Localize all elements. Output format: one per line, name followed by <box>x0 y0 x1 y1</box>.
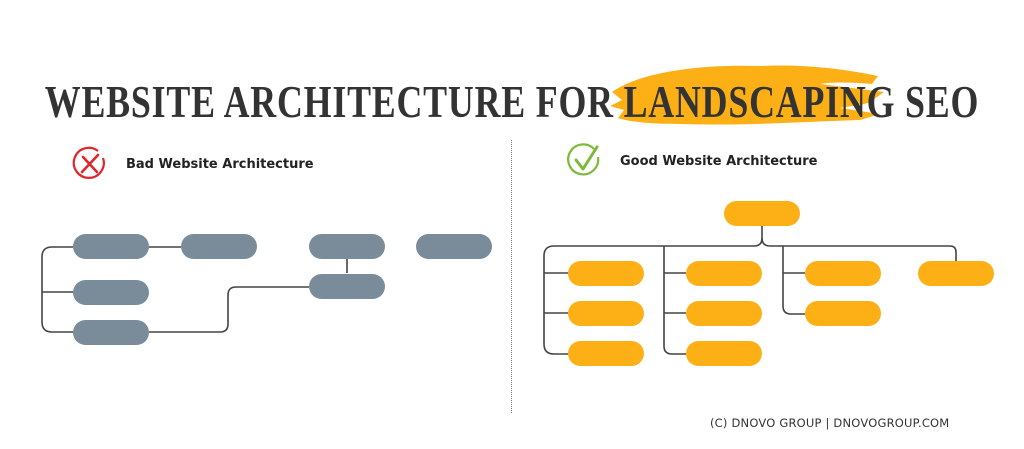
good-node <box>568 261 644 286</box>
title-banner: WEBSITE ARCHITECTURE FOR LANDSCAPING SEO <box>0 62 1024 132</box>
brush-stroke-highlight <box>610 65 884 125</box>
good-node <box>686 261 762 286</box>
good-column3-line <box>782 246 805 315</box>
bad-node <box>309 234 385 259</box>
bad-architecture-label: Bad Website Architecture <box>126 156 314 172</box>
bad-node <box>181 234 257 259</box>
title-suffix: SEO <box>895 76 980 127</box>
good-node <box>568 301 644 326</box>
bad-node <box>309 274 385 299</box>
good-node <box>568 341 644 366</box>
title-highlight: LANDSCAPING <box>623 76 896 127</box>
section-divider <box>511 140 512 413</box>
good-column2-line <box>663 246 686 355</box>
good-architecture-label: Good Website Architecture <box>620 153 818 169</box>
title-prefix: WEBSITE ARCHITECTURE FOR <box>44 76 624 127</box>
copyright-footer: (C) DNOVO GROUP | DNOVOGROUP.COM <box>710 416 950 430</box>
x-circle-icon <box>72 146 105 179</box>
good-architecture-header: Good Website Architecture <box>566 143 817 179</box>
bad-node <box>73 280 149 305</box>
bad-node <box>73 320 149 345</box>
good-node <box>805 301 881 326</box>
bad-bracket-line <box>41 246 73 333</box>
good-root-node <box>724 201 800 226</box>
bad-node <box>73 234 149 259</box>
good-branch-line <box>544 272 568 314</box>
good-root-stem-line <box>543 226 763 355</box>
good-node <box>686 301 762 326</box>
bad-node-orphan <box>416 234 492 259</box>
bad-architecture-header: Bad Website Architecture <box>72 146 314 182</box>
good-node <box>805 261 881 286</box>
good-node <box>686 341 762 366</box>
good-node <box>918 261 994 286</box>
bad-cross-link-line <box>149 286 309 333</box>
good-trunk-right-line <box>761 237 957 261</box>
page-title: WEBSITE ARCHITECTURE FOR LANDSCAPING SEO <box>45 75 979 128</box>
check-circle-icon <box>567 143 600 176</box>
